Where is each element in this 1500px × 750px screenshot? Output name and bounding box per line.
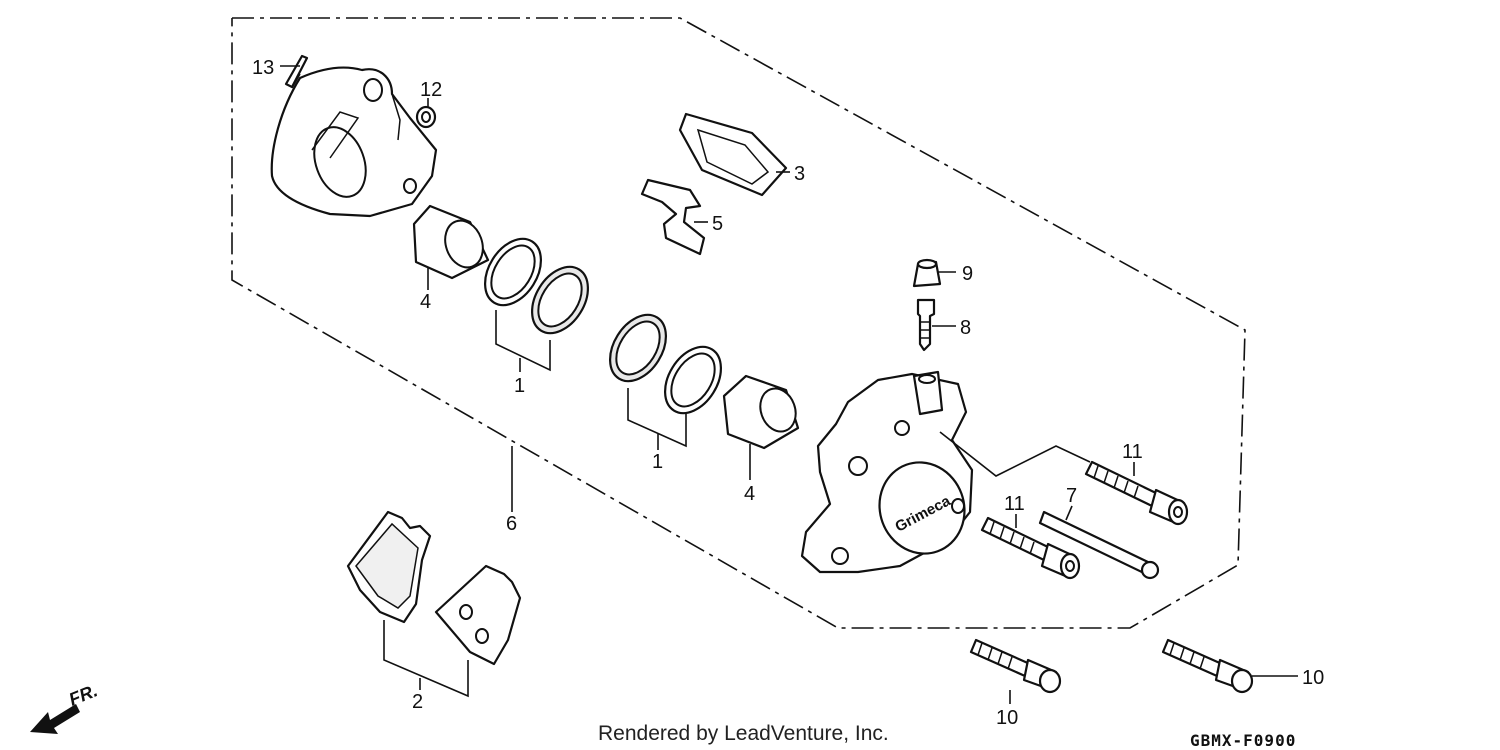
bracket-nut-part[interactable] [415, 105, 437, 129]
callout-3: 3 [794, 163, 805, 185]
callout-10-center: 10 [996, 707, 1018, 729]
bleeder-screw-part[interactable] [916, 298, 936, 352]
callout-11-upper: 11 [1122, 441, 1143, 463]
diagram-code: GBMX-F0900 [1190, 731, 1296, 750]
caliper-bolt-lower-part[interactable] [980, 516, 1081, 580]
piston-upper-part[interactable] [412, 204, 490, 280]
callout-1-upper: 1 [514, 375, 525, 397]
caliper-bracket-part[interactable] [270, 66, 438, 218]
piston-seal-lower-b-part[interactable] [654, 337, 733, 423]
direction-arrow-icon [30, 704, 80, 734]
callout-7: 7 [1066, 485, 1077, 507]
brake-pad-left-part[interactable] [346, 510, 432, 624]
callout-12: 12 [420, 79, 442, 101]
pad-retainer-part[interactable] [640, 178, 706, 256]
flange-bolt-right-part[interactable] [1161, 638, 1254, 694]
render-credit: Rendered by LeadVenture, Inc. [598, 722, 889, 745]
piston-seal-upper-b-part[interactable] [521, 257, 600, 343]
brake-pad-right-part[interactable] [434, 564, 522, 666]
front-direction-indicator: FR. [30, 680, 100, 734]
callout-11-lower: 11 [1004, 493, 1025, 515]
piston-seal-upper-a-part[interactable] [474, 229, 553, 315]
caliper-bolt-upper-part[interactable] [1084, 460, 1189, 526]
caliper-assembly-boundary [231, 17, 1246, 629]
direction-label: FR. [66, 680, 100, 709]
pad-pin-part[interactable] [1038, 510, 1160, 580]
leader-lines [280, 65, 1298, 704]
flange-bolt-center-part[interactable] [969, 638, 1062, 694]
callout-labels: 13 12 3 5 4 1 1 4 6 9 8 11 11 7 10 10 2 [252, 57, 1324, 729]
callout-8: 8 [960, 317, 971, 339]
callout-5: 5 [712, 213, 723, 235]
callout-6: 6 [506, 513, 517, 535]
callout-4-lower: 4 [744, 483, 755, 505]
callout-13: 13 [252, 57, 274, 79]
pad-spring-part[interactable] [678, 112, 788, 197]
callout-9: 9 [962, 263, 973, 285]
piston-lower-part[interactable] [722, 374, 801, 450]
callout-10-right: 10 [1302, 667, 1324, 689]
callout-4-upper: 4 [420, 291, 431, 313]
piston-seal-lower-a-part[interactable] [599, 305, 678, 391]
bleeder-cap-part[interactable] [912, 258, 942, 288]
caliper-body-part[interactable]: Grimeca [800, 370, 977, 574]
callout-1-lower: 1 [652, 451, 663, 473]
callout-2: 2 [412, 691, 423, 713]
